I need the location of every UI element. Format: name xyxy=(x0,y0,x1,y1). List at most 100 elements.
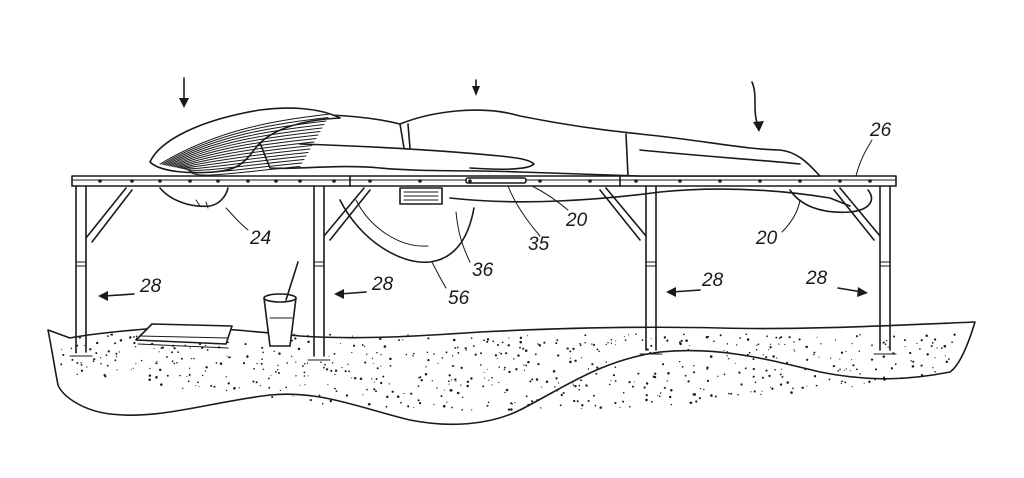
sand-grain xyxy=(379,337,382,341)
sand-grain xyxy=(389,364,392,367)
sand-grain xyxy=(828,378,831,381)
bolt xyxy=(246,179,250,183)
sand-grain xyxy=(303,371,306,374)
sand-grain xyxy=(106,335,109,338)
lower-panel xyxy=(449,188,851,207)
hair-strand xyxy=(189,166,301,176)
sand-grain xyxy=(786,381,789,384)
sand-grain xyxy=(894,363,897,366)
sand-grain xyxy=(689,345,691,347)
sand-grain xyxy=(291,339,294,342)
sand-grain xyxy=(780,368,782,370)
sand-grain xyxy=(148,378,151,382)
sand-grain xyxy=(60,348,63,350)
sand-grain xyxy=(130,369,133,371)
sand-grain xyxy=(100,362,102,365)
sand-grain xyxy=(70,347,73,350)
hair-strand xyxy=(175,141,315,168)
hair-strand xyxy=(183,155,307,170)
sand-grain xyxy=(781,375,784,378)
sand-grain xyxy=(273,350,275,353)
sand-grain xyxy=(491,376,493,379)
sand-grain xyxy=(612,374,615,377)
sand-grain xyxy=(486,340,489,343)
sand-grain xyxy=(610,380,612,382)
sand-grain xyxy=(385,405,388,408)
sand-grain xyxy=(238,387,240,389)
sand-grain xyxy=(552,391,554,394)
sand-grain xyxy=(687,348,690,351)
sand-grain xyxy=(246,355,249,358)
sand-grain xyxy=(161,346,164,349)
sand-grain xyxy=(380,365,382,367)
bolt xyxy=(158,179,162,183)
sand-grain xyxy=(107,350,110,353)
bolt xyxy=(468,179,472,183)
sand-grain xyxy=(105,354,108,356)
sand-grain xyxy=(470,377,473,380)
sand-grain xyxy=(407,334,409,336)
sand-grain xyxy=(951,341,953,344)
sand-grain xyxy=(92,360,95,363)
sand-grain xyxy=(947,358,950,361)
sand-grain xyxy=(519,340,522,344)
sand-grain xyxy=(204,370,207,372)
sand-grain xyxy=(768,374,771,378)
sand-grain xyxy=(874,378,876,381)
sand-grain xyxy=(80,369,84,372)
sand-grain xyxy=(863,382,865,384)
sand-grain xyxy=(694,393,696,395)
face-sling xyxy=(339,199,475,263)
sand-grain xyxy=(176,362,178,364)
sand-grain xyxy=(294,337,297,340)
hair-strand xyxy=(181,152,309,169)
sand-grain xyxy=(335,390,338,393)
sand-grain xyxy=(110,333,114,336)
sand-grain xyxy=(376,351,378,354)
sand-grain xyxy=(523,364,525,366)
sand-grain xyxy=(362,394,364,396)
sand-grain xyxy=(635,333,637,335)
sand-grain xyxy=(775,336,778,339)
sand-grain xyxy=(555,342,558,345)
sand-grain xyxy=(765,369,768,372)
sand-grain xyxy=(615,340,617,342)
sand-grain xyxy=(678,341,682,344)
sand-grain xyxy=(537,362,540,366)
sand-grain xyxy=(410,392,413,395)
sand-grain xyxy=(155,362,158,365)
sand-grain xyxy=(920,364,923,367)
sand-grain xyxy=(198,385,200,387)
bolt xyxy=(758,179,762,183)
sand-grain xyxy=(853,376,855,378)
sand-grain xyxy=(129,336,132,339)
sand-grain xyxy=(844,381,847,384)
sand-grain xyxy=(650,400,653,403)
sand-grain xyxy=(643,386,646,389)
ground xyxy=(47,321,976,426)
sand-grain xyxy=(306,335,310,338)
sand-grain xyxy=(584,334,587,337)
hair-strand xyxy=(165,124,325,166)
sand-grain xyxy=(361,344,364,346)
sand-grain xyxy=(345,394,349,397)
sand-grain xyxy=(420,379,423,382)
sand-grain xyxy=(427,358,430,362)
sand-grain xyxy=(372,362,374,365)
hair-strand xyxy=(173,138,317,168)
sand-grain xyxy=(584,341,586,344)
sand-grain xyxy=(158,368,162,372)
sand-grain xyxy=(331,362,334,364)
sand-grain xyxy=(770,386,772,388)
sand-grain xyxy=(909,376,912,379)
sand-grain xyxy=(513,358,515,360)
sand-grain xyxy=(301,365,304,367)
sand-grain xyxy=(255,381,258,384)
bolt xyxy=(838,179,842,183)
sand-grain xyxy=(944,355,946,357)
sand-grain xyxy=(727,357,730,360)
sand-grain xyxy=(325,368,329,371)
sand-grain xyxy=(936,347,938,349)
sand-grain xyxy=(334,373,336,376)
bolt xyxy=(868,179,872,183)
